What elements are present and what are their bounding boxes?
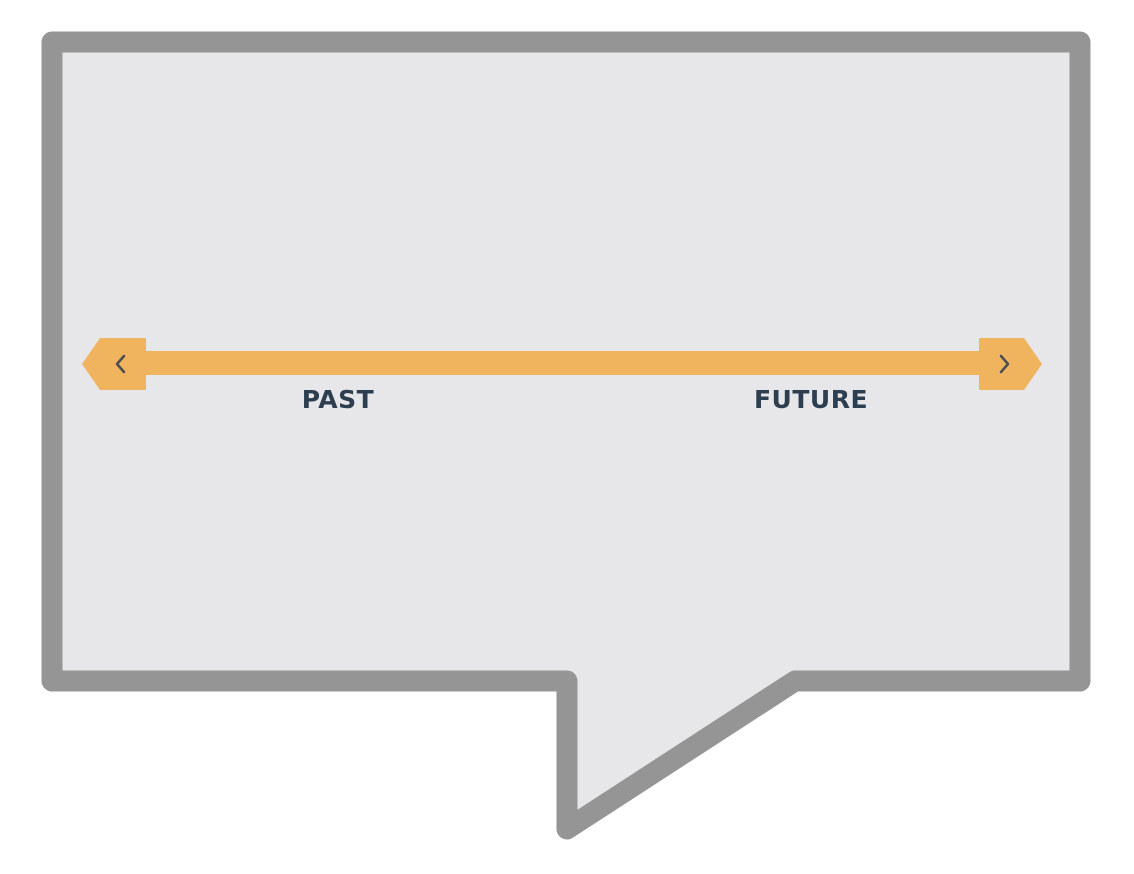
timeline-left-arrow (82, 338, 146, 390)
timeline-bar (140, 351, 985, 375)
past-label: PAST (302, 385, 374, 414)
speech-bubble (41, 31, 1091, 840)
right-arrow-cap (979, 338, 1042, 390)
left-arrow-cap (82, 338, 146, 390)
chevron-right-icon (999, 354, 1010, 374)
chevron-left-icon (115, 354, 126, 374)
timeline-right-arrow (979, 338, 1042, 390)
future-label: FUTURE (754, 385, 868, 414)
